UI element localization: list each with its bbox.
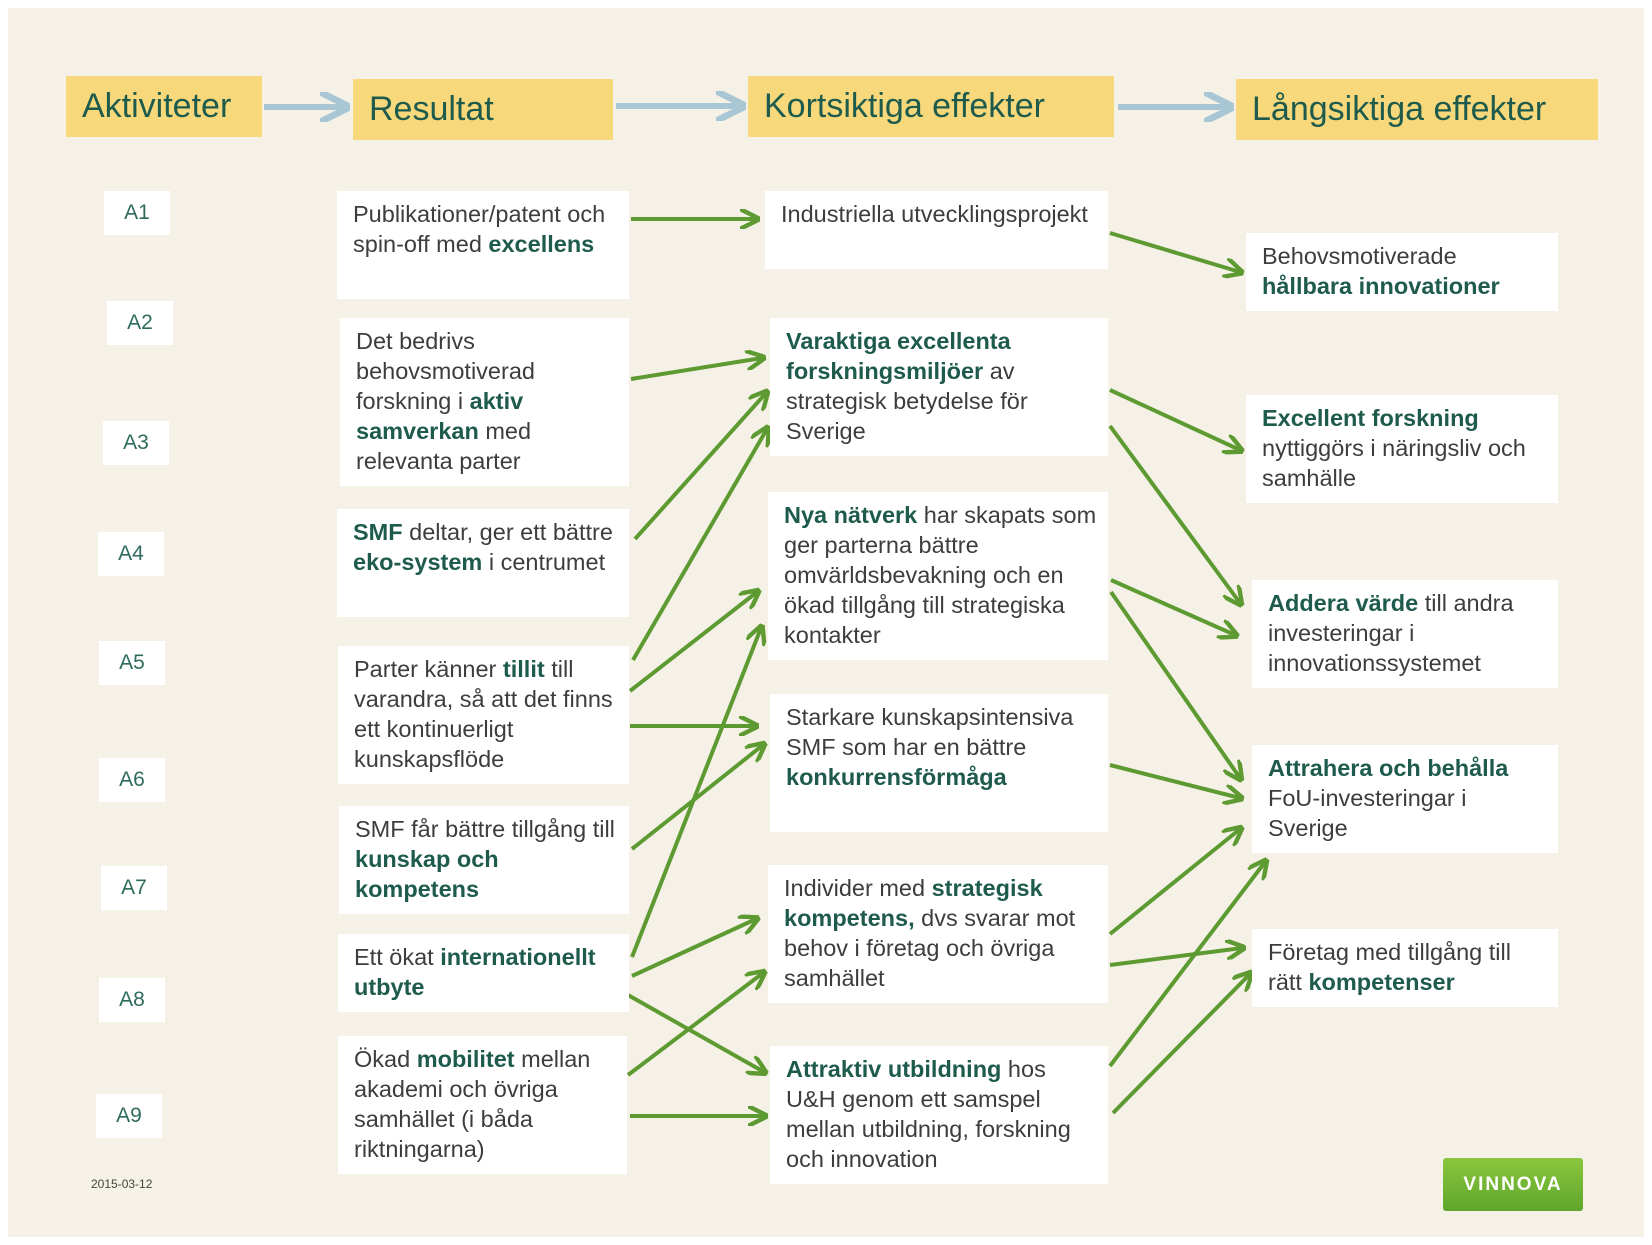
short-term-3-text: har skapats som ger parterna bättre omvä… [784, 502, 1097, 648]
short-term-5-bold: strategisk kompetens, [784, 875, 1043, 931]
header-aktiviteter: Aktiviteter [66, 76, 262, 137]
long-term-box-4: Attrahera och behålla FoU-investeringar … [1252, 745, 1558, 853]
result-7-bold: mobilitet [416, 1046, 515, 1072]
short-term-4-text: Starkare kunskapsintensiva SMF som har e… [786, 704, 1074, 760]
short-term-box-3: Nya nätverk har skapats som ger parterna… [768, 492, 1108, 660]
activity-a4: A4 [98, 532, 164, 576]
date-label: 2015-03-12 [91, 1177, 153, 1191]
activity-a8: A8 [99, 978, 165, 1022]
long-term-box-3: Addera värde till andra investeringar i … [1252, 580, 1558, 688]
activity-a6: A6 [99, 758, 165, 802]
long-term-box-2: Excellent forskning nyttiggörs i närings… [1246, 395, 1558, 503]
header-kortsiktiga: Kortsiktiga effekter [748, 76, 1114, 137]
short-term-4-bold: konkurrensförmåga [786, 764, 1007, 790]
result-2-bold: aktiv samverkan [356, 388, 524, 444]
result-box-4: Parter känner tillit till varandra, så a… [338, 646, 629, 784]
result-box-5: SMF får bättre tillgång till kunskap och… [339, 806, 629, 914]
short-term-box-2: Varaktiga excellenta forskningsmiljöer a… [770, 318, 1108, 456]
long-term-2-bold: Excellent forskning [1262, 405, 1479, 431]
activity-a9: A9 [96, 1094, 162, 1138]
result-7-text-a: Ökad [354, 1046, 417, 1072]
result-box-6: Ett ökat internationellt utbyte [338, 934, 629, 1012]
short-term-6-text: hos U&H genom ett samspel mellan utbildn… [786, 1056, 1071, 1172]
long-term-box-1: Behovsmotiverade hållbara innovationer [1246, 233, 1558, 311]
result-2-text-c: med relevanta parter [356, 418, 532, 474]
short-term-box-4: Starkare kunskapsintensiva SMF som har e… [770, 694, 1108, 832]
short-term-5-text-c: dvs svarar mot behov i företag och övrig… [784, 905, 1076, 991]
long-term-5-bold: kompetenser [1308, 969, 1455, 995]
result-2-text-a: Det bedrivs behovsmotiverad forskning i [356, 328, 535, 414]
short-term-5-text-a: Individer med [784, 875, 932, 901]
long-term-1-text: Behovsmotiverade [1262, 243, 1457, 269]
result-1-text: Publikationer/patent och spin-off med [353, 201, 606, 257]
activity-a2: A2 [107, 301, 173, 345]
short-term-1-text: Industriella utvecklingsprojekt [781, 201, 1088, 227]
header-langsiktiga: Långsiktiga effekter [1236, 79, 1598, 140]
long-term-2-text: nyttiggörs i näringsliv och samhälle [1262, 435, 1526, 491]
result-3-bold-c: eko-system [353, 549, 483, 575]
long-term-5-text: Företag med tillgång till rätt [1268, 939, 1511, 995]
long-term-3-text: till andra investeringar i innovationssy… [1268, 590, 1514, 676]
short-term-2-bold: Varaktiga excellenta forskningsmiljöer [786, 328, 1011, 384]
long-term-1-bold: hållbara innovationer [1262, 273, 1500, 299]
result-3-bold-a: SMF [353, 519, 403, 545]
short-term-2-text: av strategisk betydelse för Sverige [786, 358, 1028, 444]
activity-a1: A1 [104, 191, 170, 235]
short-term-box-1: Industriella utvecklingsprojekt [765, 191, 1108, 269]
result-box-1: Publikationer/patent och spin-off med ex… [337, 191, 629, 299]
vinnova-logo: VINNOVA [1443, 1158, 1583, 1211]
result-4-bold: tillit [502, 656, 545, 682]
long-term-4-bold: Attrahera och behålla [1268, 755, 1509, 781]
short-term-3-bold: Nya nätverk [784, 502, 918, 528]
short-term-box-6: Attraktiv utbildning hos U&H genom ett s… [770, 1046, 1108, 1184]
result-5-bold: kunskap och kompetens [355, 846, 499, 902]
result-1-bold: excellens [488, 231, 595, 257]
result-box-3: SMF deltar, ger ett bättre eko-system i … [337, 509, 629, 617]
activity-a5: A5 [99, 641, 165, 685]
result-7-text-c: mellan akademi och övriga samhället (i b… [354, 1046, 591, 1162]
result-6-text: Ett ökat [354, 944, 441, 970]
result-3-text-b: deltar, ger ett bättre [402, 519, 613, 545]
result-3-text-d: i centrumet [482, 549, 606, 575]
result-5-text: SMF får bättre tillgång till [355, 816, 615, 842]
result-box-2: Det bedrivs behovsmotiverad forskning i … [340, 318, 629, 486]
result-6-bold: internationellt utbyte [354, 944, 596, 1000]
activity-a7: A7 [101, 866, 167, 910]
result-4-text-c: till varandra, så att det finns ett kont… [354, 656, 613, 772]
result-4-text-a: Parter känner [354, 656, 503, 682]
activity-a3: A3 [103, 421, 169, 465]
long-term-box-5: Företag med tillgång till rätt kompetens… [1252, 929, 1558, 1007]
header-resultat: Resultat [353, 79, 613, 140]
long-term-3-bold: Addera värde [1268, 590, 1419, 616]
long-term-4-text: FoU-investeringar i Sverige [1268, 785, 1467, 841]
short-term-box-5: Individer med strategisk kompetens, dvs … [768, 865, 1108, 1003]
result-box-7: Ökad mobilitet mellan akademi och övriga… [338, 1036, 627, 1174]
short-term-6-bold: Attraktiv utbildning [786, 1056, 1002, 1082]
